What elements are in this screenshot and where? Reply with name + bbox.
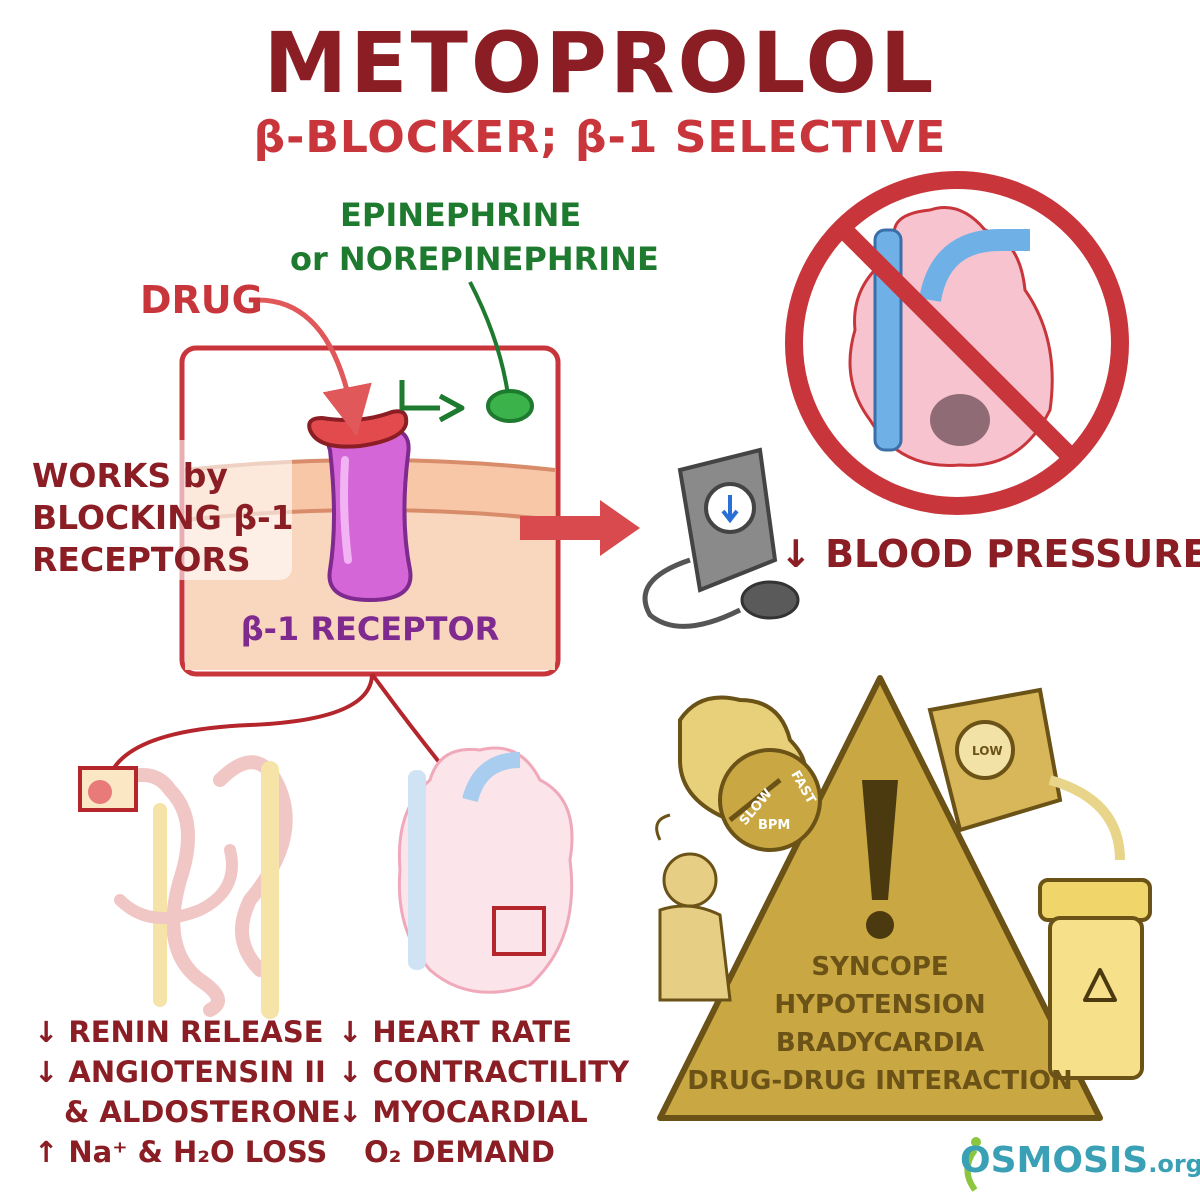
ligand-label-line1: EPINEPHRINE [340,196,582,234]
blocked-arrow [399,380,440,411]
blood-pressure-effect: ↓ BLOOD PRESSURE [780,532,1200,576]
ligand-label-line2: or NOREPINEPHRINE [290,240,659,278]
cuff-low-label: LOW [972,744,1003,758]
heart-effect: ↓ HEART RATE [338,1015,572,1049]
heart-effect: O₂ DEMAND [364,1135,555,1169]
dizzy-person-icon [655,813,732,1002]
heart-highlight [492,906,546,956]
logo-suffix: .org [1148,1150,1200,1178]
kidney-effect: ↓ RENIN RELEASE [34,1015,324,1049]
osmosis-logo-icon [964,1137,981,1192]
mechanism-line2: BLOCKING β-1 [32,498,294,537]
osmosis-logo[interactable]: OSMOSIS.org [960,1140,1200,1181]
heart-rate-gauge-icon [678,695,822,852]
kidney-effect: ↓ ANGIOTENSIN II [34,1055,326,1089]
side-effects-list: SYNCOPE HYPOTENSION BRADYCARDIA DRUG-DRU… [660,948,1100,1100]
kidney-effect: ↑ Na⁺ & H₂O LOSS [34,1135,328,1169]
receptor-label: β-1 RECEPTOR [240,610,500,648]
mechanism-label: WORKS by BLOCKING β-1 RECEPTORS [32,455,312,581]
heart-effect: ↓ CONTRACTILITY [338,1055,630,1089]
blood-pressure-cuff-icon [642,447,800,629]
heart-prohibited-icon [785,171,1129,515]
kidney-effect: & ALDOSTERONE [64,1095,341,1129]
ligand-molecule [486,389,534,423]
heart-effects-list: ↓ HEART RATE ↓ CONTRACTILITY ↓ MYOCARDIA… [338,1012,629,1172]
low-pressure-cuff-icon [927,687,1125,861]
side-effect: SYNCOPE [811,952,949,982]
ligand-line [468,281,510,396]
side-effect: BRADYCARDIA [775,1028,985,1058]
beta1-receptor-protein [326,428,413,603]
side-effect: HYPOTENSION [774,990,986,1020]
heart-effect: ↓ MYOCARDIAL [338,1095,588,1129]
logo-name: OSMOSIS [960,1140,1149,1181]
label-backdrop [20,440,292,580]
warning-triangle-icon [657,675,1103,1121]
heart-icon [397,746,574,994]
pill-bottle-icon [1038,878,1152,1080]
nephron-icon [93,755,293,1019]
side-effect: DRUG-DRUG INTERACTION [687,1066,1073,1096]
effect-arrow [520,500,640,556]
drug-arrow [257,297,372,437]
page-title: METOPROLOL [263,14,937,112]
page-subtitle: β-BLOCKER; β-1 SELECTIVE [253,112,947,163]
gauge-bpm-label: BPM [758,818,791,833]
kidney-effects-list: ↓ RENIN RELEASE ↓ ANGIOTENSIN II & ALDOS… [34,1012,341,1172]
connector-kidney [108,673,374,776]
mechanism-line1: WORKS by [32,456,228,495]
drug-label: DRUG [140,278,263,322]
mechanism-line3: RECEPTORS [32,540,251,579]
